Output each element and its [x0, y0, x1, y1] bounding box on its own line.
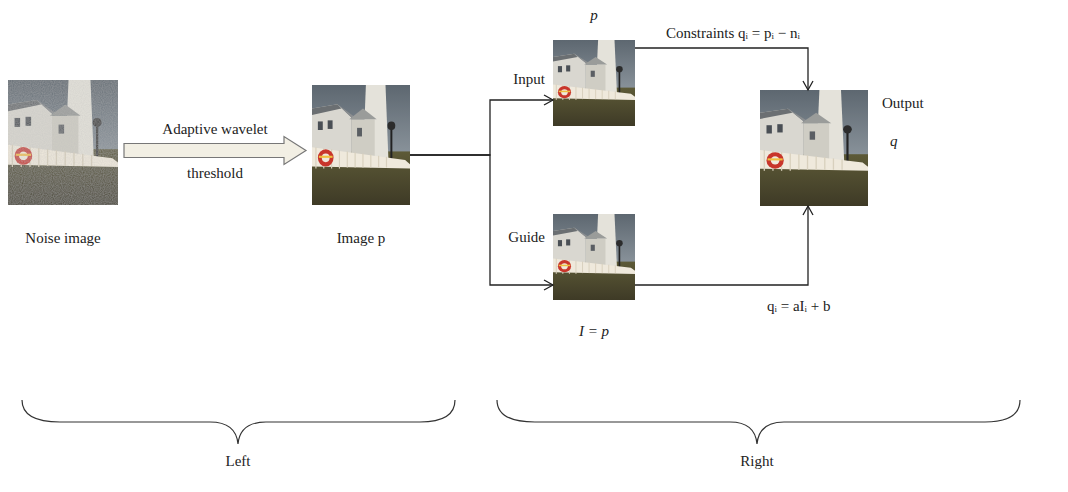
role-label: Output [882, 94, 924, 112]
connector-arrow [635, 48, 813, 90]
guide-image: GuideI = p [553, 214, 635, 300]
variable-label: q [890, 132, 898, 150]
noisy-photo [8, 80, 118, 205]
noise-image: Noise image [8, 80, 118, 205]
group-label: Left [226, 452, 251, 470]
equation-label: I = p [579, 322, 609, 340]
image-caption: Image p [337, 229, 386, 247]
guide-photo [553, 214, 635, 300]
denoised-image: Image p [312, 85, 410, 205]
group-label: Right [740, 452, 773, 470]
role-label: Guide [508, 228, 545, 246]
connector-arrow [410, 155, 553, 290]
input-photo [553, 40, 635, 126]
connector-arrow [124, 137, 306, 165]
variable-label: p [590, 6, 598, 24]
input-image: pInput [553, 40, 635, 126]
output-photo [760, 90, 868, 206]
output-image: Outputq [760, 90, 868, 206]
role-label: Input [513, 70, 545, 88]
edge-label: Adaptive wavelet threshold [156, 107, 275, 195]
edge-label: Constraints qᵢ = pᵢ − nᵢ [663, 24, 803, 42]
connector-arrow [635, 206, 813, 285]
denoised-photo [312, 85, 410, 205]
left-bracket [22, 400, 455, 444]
edge-label: qᵢ = aIᵢ + b [764, 297, 833, 315]
connector-arrow [410, 95, 553, 155]
image-caption: Noise image [25, 229, 100, 247]
right-bracket [497, 400, 1020, 444]
